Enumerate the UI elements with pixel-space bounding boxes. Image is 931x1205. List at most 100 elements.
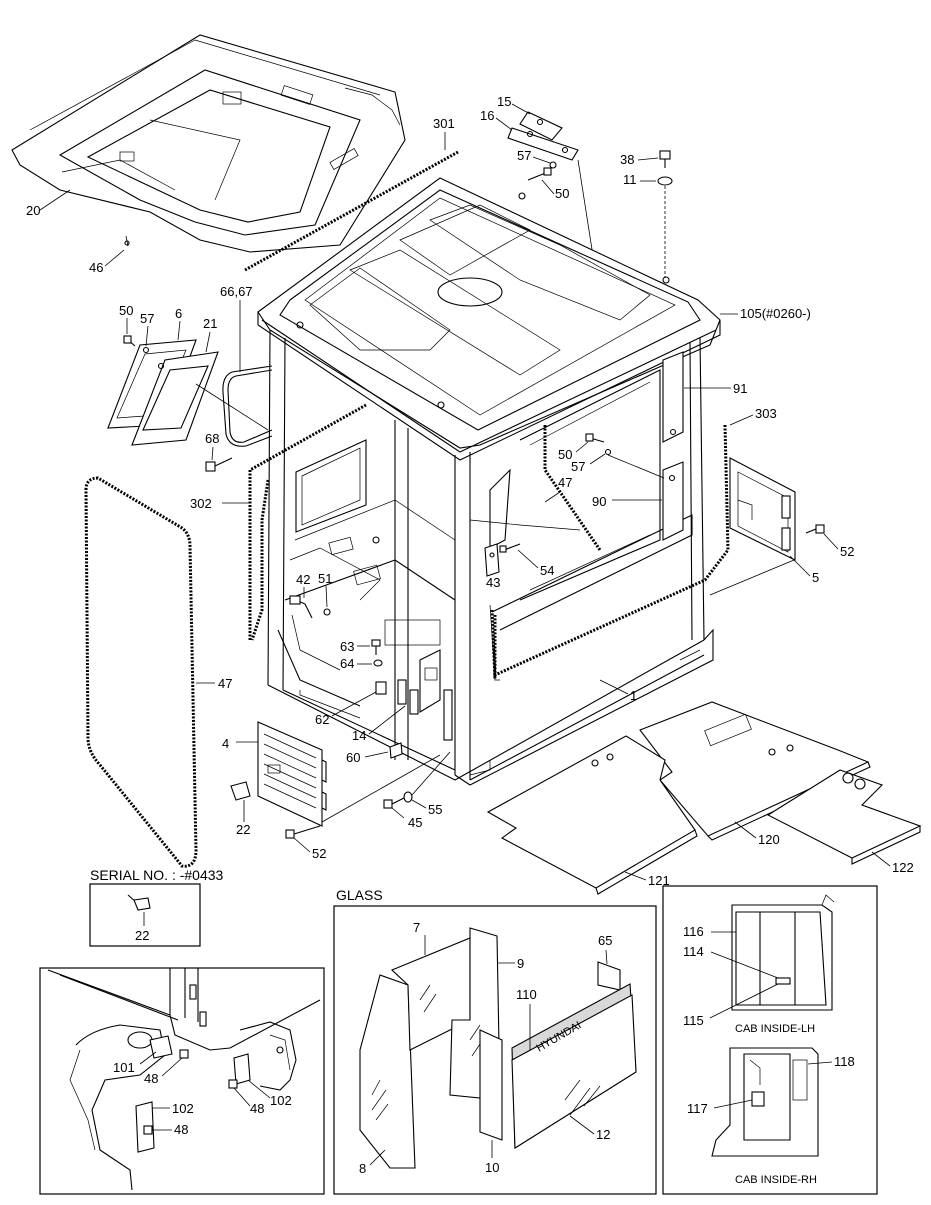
callout-47: 47 bbox=[218, 676, 232, 691]
cab-inside-inset-box bbox=[662, 885, 878, 1195]
callout-15: 15 bbox=[497, 94, 511, 109]
cab-inside-rh-view bbox=[711, 1047, 819, 1157]
callout-105: 105(#0260-) bbox=[740, 306, 811, 321]
roof-liner-part-20 bbox=[11, 34, 406, 253]
window-seal-47 bbox=[84, 476, 198, 868]
callout-4: 4 bbox=[222, 736, 229, 751]
vent-louver-4 bbox=[257, 721, 327, 827]
callout-110: 110 bbox=[516, 987, 537, 1002]
trim-strip-90 bbox=[662, 461, 684, 541]
callout-90: 90 bbox=[592, 494, 606, 509]
callout-45: 45 bbox=[408, 815, 422, 830]
callout-60: 60 bbox=[346, 750, 360, 765]
callout-48: 48 bbox=[250, 1101, 264, 1116]
callout-63: 63 bbox=[340, 639, 354, 654]
trim-strip-91 bbox=[662, 351, 684, 443]
callout-121: 121 bbox=[648, 873, 670, 888]
grab-handle-66-67 bbox=[222, 365, 273, 447]
callout-6: 6 bbox=[175, 306, 182, 321]
callout-5: 5 bbox=[812, 570, 819, 585]
callout-122: 122 bbox=[892, 860, 914, 875]
callout-114: 114 bbox=[683, 944, 704, 959]
floor-mat-122 bbox=[766, 769, 922, 865]
glass-inset-box bbox=[333, 905, 657, 1195]
callout-302: 302 bbox=[190, 496, 212, 511]
floor-mat-121 bbox=[486, 735, 698, 895]
cab-inside-lh-caption: CAB INSIDE-LH bbox=[735, 1023, 815, 1035]
mount-detail bbox=[47, 968, 321, 1191]
callout-48: 48 bbox=[144, 1071, 158, 1086]
callout-42: 42 bbox=[296, 572, 310, 587]
rear-window-frame-6-21 bbox=[107, 339, 219, 446]
callout-22: 22 bbox=[135, 928, 149, 943]
callout-57: 57 bbox=[140, 311, 154, 326]
callout-65: 65 bbox=[598, 933, 612, 948]
callout-62: 62 bbox=[315, 712, 329, 727]
hinge-bracket-15-16 bbox=[507, 111, 579, 161]
bolt-63 bbox=[371, 639, 381, 655]
callout-64: 64 bbox=[340, 656, 354, 671]
callout-301: 301 bbox=[433, 116, 455, 131]
glass-title: GLASS bbox=[336, 887, 383, 903]
callout-10: 10 bbox=[485, 1160, 499, 1175]
callout-12: 12 bbox=[596, 1127, 610, 1142]
mount-inset-box bbox=[39, 967, 325, 1195]
glass-panes bbox=[359, 927, 637, 1169]
cab-inside-lh-view bbox=[731, 894, 835, 1011]
callout-102: 102 bbox=[270, 1093, 292, 1108]
serial-inset-box bbox=[89, 883, 201, 947]
seal-strip-302 bbox=[250, 479, 270, 641]
callout-66-67: 66,67 bbox=[220, 284, 253, 299]
callout-7: 7 bbox=[413, 920, 420, 935]
callout-118: 118 bbox=[834, 1054, 855, 1069]
seal-strip-303 bbox=[493, 424, 730, 678]
callout-55: 55 bbox=[428, 802, 442, 817]
callout-9: 9 bbox=[517, 956, 524, 971]
callout-43: 43 bbox=[486, 575, 500, 590]
bolt-68 bbox=[205, 457, 233, 472]
callout-50: 50 bbox=[119, 303, 133, 318]
callout-101: 101 bbox=[113, 1060, 135, 1075]
bolt-38 bbox=[659, 150, 671, 168]
callout-46: 46 bbox=[89, 260, 103, 275]
callout-16: 16 bbox=[480, 108, 494, 123]
bolt-52b bbox=[285, 825, 321, 839]
latch-43 bbox=[484, 543, 500, 577]
callout-91: 91 bbox=[733, 381, 747, 396]
callout-11: 11 bbox=[623, 172, 637, 187]
callout-8: 8 bbox=[359, 1161, 366, 1176]
callout-102: 102 bbox=[172, 1101, 194, 1116]
callout-22: 22 bbox=[236, 822, 250, 837]
bolt-52 bbox=[805, 524, 825, 534]
callout-52: 52 bbox=[312, 846, 326, 861]
callout-68: 68 bbox=[205, 431, 219, 446]
washer-55 bbox=[403, 791, 413, 803]
callout-20: 20 bbox=[26, 203, 40, 218]
serial-number-label: SERIAL NO. : -#0433 bbox=[90, 867, 224, 883]
callout-303: 303 bbox=[755, 406, 777, 421]
bolt-45 bbox=[383, 797, 405, 809]
cab-inside-rh-caption: CAB INSIDE-RH bbox=[735, 1174, 817, 1186]
bolt-50 bbox=[527, 167, 552, 181]
callout-54: 54 bbox=[540, 563, 554, 578]
callout-52: 52 bbox=[840, 544, 854, 559]
callout-116: 116 bbox=[683, 924, 704, 939]
callout-14: 14 bbox=[352, 728, 366, 743]
clip-22-serial bbox=[127, 894, 151, 911]
washer-11 bbox=[657, 176, 673, 186]
callout-117: 117 bbox=[687, 1101, 708, 1116]
callout-57: 57 bbox=[571, 459, 585, 474]
clip-60 bbox=[389, 742, 403, 759]
callout-50: 50 bbox=[555, 186, 569, 201]
side-panel-5 bbox=[729, 457, 796, 561]
callout-21: 21 bbox=[203, 316, 217, 331]
cab-body-part-1 bbox=[257, 177, 721, 786]
callout-38: 38 bbox=[620, 152, 634, 167]
callout-50: 50 bbox=[558, 447, 572, 462]
callout-120: 120 bbox=[758, 832, 780, 847]
callout-1: 1 bbox=[630, 688, 637, 703]
clip-22 bbox=[230, 781, 251, 801]
callout-51: 51 bbox=[318, 571, 332, 586]
callout-48: 48 bbox=[174, 1122, 188, 1137]
